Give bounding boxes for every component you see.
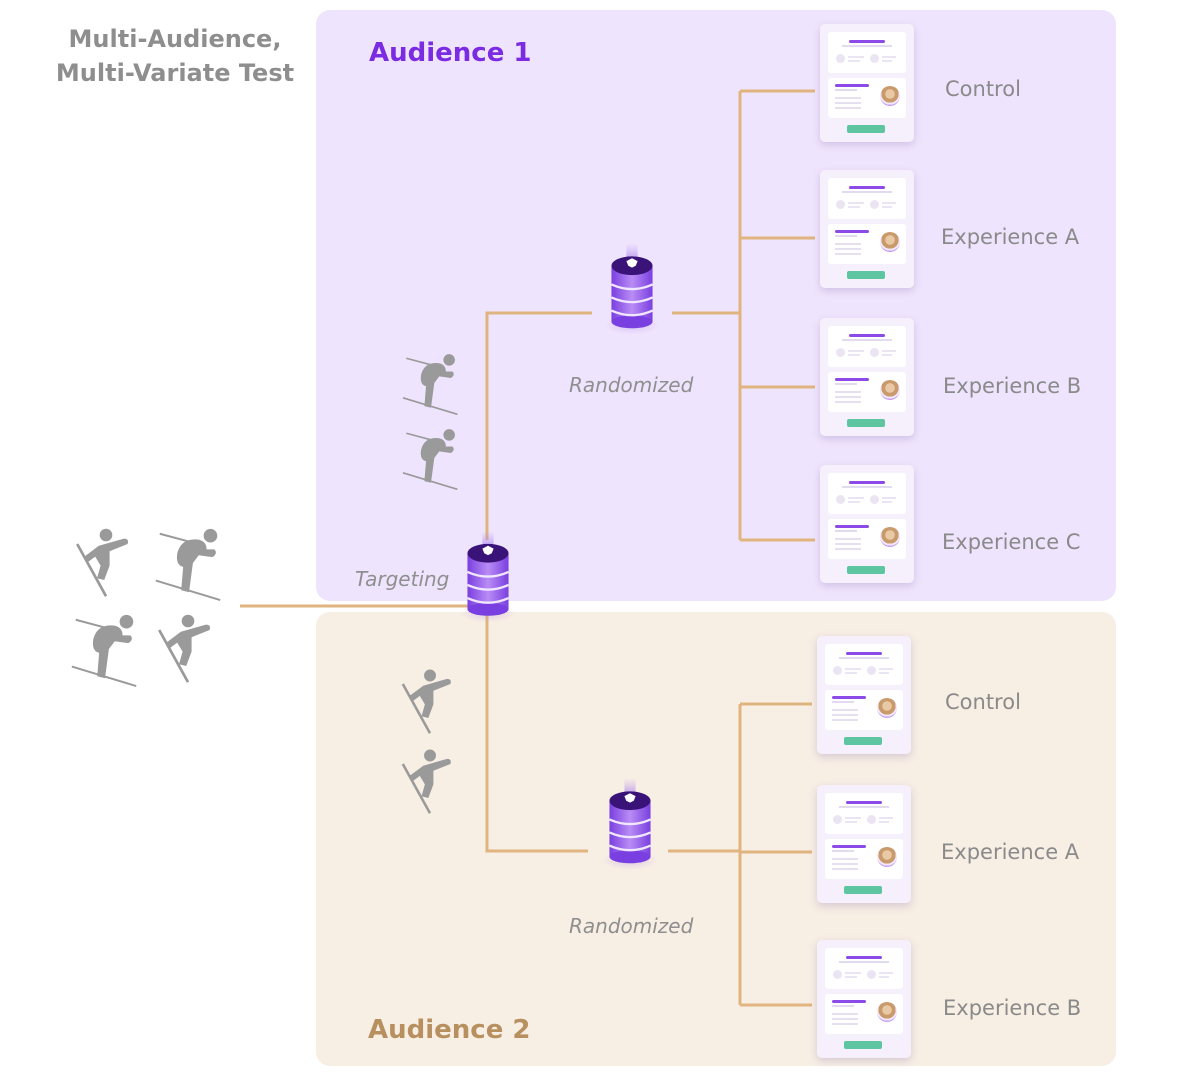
preview-profile [828,372,906,412]
preview-profile [828,519,906,559]
snowboarder-icon [70,522,142,602]
variant-page-preview [817,940,911,1058]
variant-label: Experience B [943,374,1082,398]
preview-header [828,473,906,514]
preview-profile [828,224,906,264]
preview-cta-button [847,566,885,574]
avatar-icon [877,1002,897,1022]
audience-1-randomizer-icon [604,240,660,340]
connector-trunk-2 [485,614,588,853]
audience-1-label: Audience 1 [369,38,532,68]
preview-profile [828,78,906,118]
diagram-title: Multi-Audience, Multi-Variate Test [40,22,310,90]
variant-label: Experience A [941,840,1080,864]
preview-profile [825,839,903,879]
avatar-icon [880,527,900,547]
variant-page-preview [820,465,914,583]
preview-header [828,326,906,367]
targeting-label: Targeting [355,567,450,591]
preview-header [825,644,903,685]
targeting-database-icon [460,530,516,625]
connector-trunk [485,311,592,540]
variant-label: Experience A [941,225,1080,249]
variant-page-preview [820,170,914,288]
avatar-icon [877,847,897,867]
variant-label: Control [945,77,1021,101]
variant-label: Experience B [943,996,1082,1020]
title-line-1: Multi-Audience, [68,25,282,53]
avatar-icon [880,232,900,252]
variant-page-preview [820,24,914,142]
snowboarder-icon [396,662,464,740]
preview-profile [825,690,903,730]
skier-icon [150,524,228,602]
snowboarder-icon [152,606,224,690]
variant-page-preview [817,636,911,754]
preview-cta-button [844,737,882,745]
preview-cta-button [847,271,885,279]
skier-icon [66,610,144,688]
variant-page-preview [820,318,914,436]
audience-1-panel [316,10,1116,601]
preview-header [828,178,906,219]
preview-cta-button [847,419,885,427]
preview-cta-button [844,1041,882,1049]
audience-2-panel [316,612,1116,1066]
preview-header [825,948,903,989]
preview-cta-button [844,886,882,894]
variant-label: Control [945,690,1021,714]
snowboarder-icon [396,742,464,820]
audience-2-randomized-label: Randomized [569,914,694,938]
preview-header [828,32,906,73]
title-line-2: Multi-Variate Test [55,59,295,87]
preview-profile [825,994,903,1034]
audience-1-randomized-label: Randomized [569,373,694,397]
avatar-icon [880,380,900,400]
preview-cta-button [847,125,885,133]
audience-2-label: Audience 2 [368,1015,531,1045]
variant-label: Experience C [942,530,1081,554]
skier-icon [396,350,466,416]
preview-header [825,793,903,834]
variant-page-preview [817,785,911,903]
skier-icon [396,425,466,491]
avatar-icon [880,86,900,106]
avatar-icon [877,698,897,718]
audience-2-randomizer-icon [602,775,658,875]
